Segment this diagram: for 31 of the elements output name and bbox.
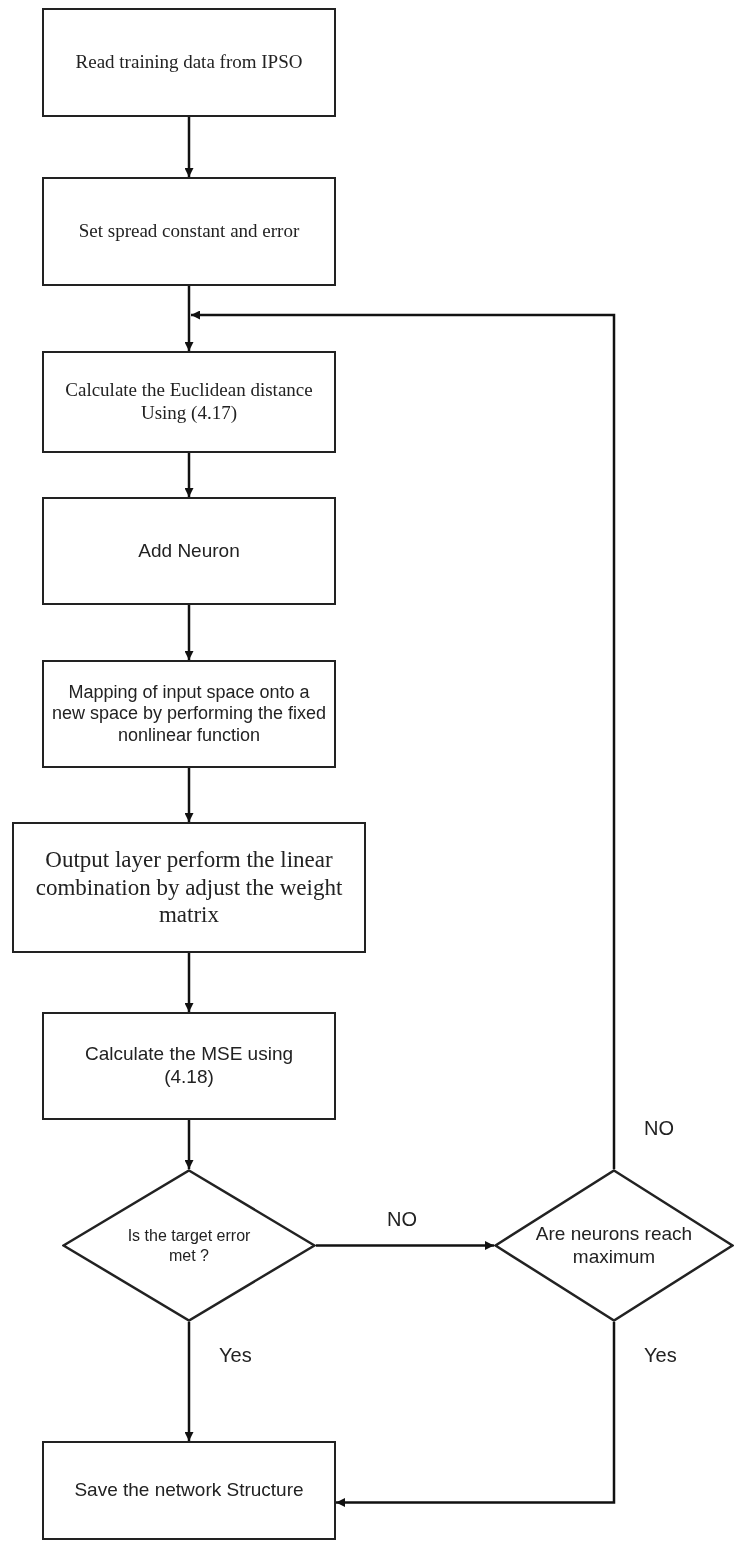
process-box	[42, 497, 336, 605]
arrow	[184, 605, 194, 660]
arrow	[184, 117, 194, 177]
process-box	[42, 660, 336, 768]
arrow	[184, 1120, 194, 1169]
process-box	[42, 1441, 336, 1540]
node-text: Read training data from IPSO	[75, 51, 303, 74]
node-text: Save the network Structure	[74, 1479, 304, 1502]
process-box	[42, 8, 336, 117]
node-text: Are neurons reach maximum	[534, 1222, 694, 1269]
process-box	[12, 822, 366, 953]
node-text: Set spread constant and error	[78, 220, 300, 243]
arrow	[184, 768, 194, 822]
arrow	[316, 1241, 494, 1250]
arrow	[336, 1322, 616, 1507]
process-box	[42, 177, 336, 286]
arrow	[184, 286, 194, 351]
node-text: Output layer perform the linear combination by adjust the weight matrix	[34, 846, 344, 929]
node-text: Calculate the Euclidean distance Using (4.17)	[64, 379, 314, 425]
node-text: Add Neuron	[138, 539, 240, 563]
process-box	[42, 1012, 336, 1120]
arrow	[184, 453, 194, 497]
arrow	[184, 953, 194, 1012]
process-box	[42, 351, 336, 453]
decision-diamond	[62, 1169, 316, 1322]
arrow	[191, 310, 616, 1169]
node-text: Mapping of input space onto a new space by performing the fixed nonlinear function	[50, 681, 328, 747]
node-text: Calculate the MSE using (4.18)	[83, 1043, 295, 1089]
node-text: Is the target error met ?	[126, 1226, 252, 1265]
arrow	[184, 1322, 194, 1441]
decision-diamond	[494, 1169, 734, 1322]
